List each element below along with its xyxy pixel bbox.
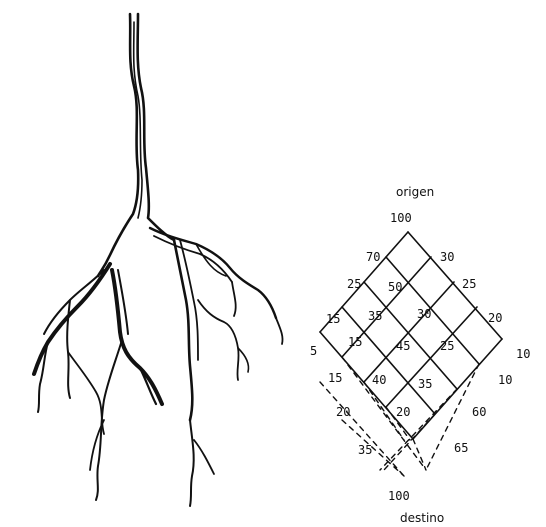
lattice-number: 35: [418, 377, 432, 391]
east-tributary-c: [198, 300, 239, 380]
trunk-left-bank: [98, 14, 138, 276]
lattice-number: 50: [388, 280, 402, 294]
central-sub-a: [96, 340, 122, 500]
lattice-number: 25: [440, 339, 454, 353]
lattice-number: 25: [347, 277, 361, 291]
lattice-number: 25: [462, 277, 476, 291]
left-tributary-c: [68, 352, 104, 434]
lattice-number: 10: [516, 347, 530, 361]
lattice-number: 45: [396, 339, 410, 353]
right-main-branch: [174, 240, 192, 420]
central-branch: [112, 270, 162, 404]
lattice-number: 10: [498, 373, 512, 387]
lattice-number: 40: [372, 373, 386, 387]
lattice-number: 35: [358, 443, 372, 457]
east-tributary-b: [232, 282, 236, 316]
river-network-drawing: [34, 14, 283, 506]
lattice-number: 100: [390, 211, 412, 225]
lattice-number: 15: [326, 312, 340, 326]
lattice-number: 30: [417, 307, 431, 321]
lattice-number: 30: [440, 250, 454, 264]
lattice-number: 20: [336, 405, 350, 419]
lattice-number: 5: [310, 344, 317, 358]
lattice-number: 60: [472, 405, 486, 419]
lattice-number: 15: [348, 335, 362, 349]
east-tributary-d: [238, 348, 249, 372]
destination-label: destino: [400, 511, 444, 525]
lattice-number: 35: [368, 309, 382, 323]
lattice-number: 70: [366, 250, 380, 264]
east-branch: [150, 228, 276, 318]
lattice-number: 15: [328, 371, 342, 385]
lattice-number: 20: [488, 311, 502, 325]
east-tributary-a: [276, 318, 283, 344]
left-branch-bank: [44, 270, 104, 334]
lattice-number: 100: [388, 489, 410, 503]
trunk-right-bank: [138, 14, 174, 240]
right-sub-lower: [190, 420, 194, 506]
lattice-number: 65: [454, 441, 468, 455]
right-sub-fork: [194, 440, 214, 474]
lattice-number: 20: [396, 405, 410, 419]
origin-label: origen: [396, 185, 434, 199]
